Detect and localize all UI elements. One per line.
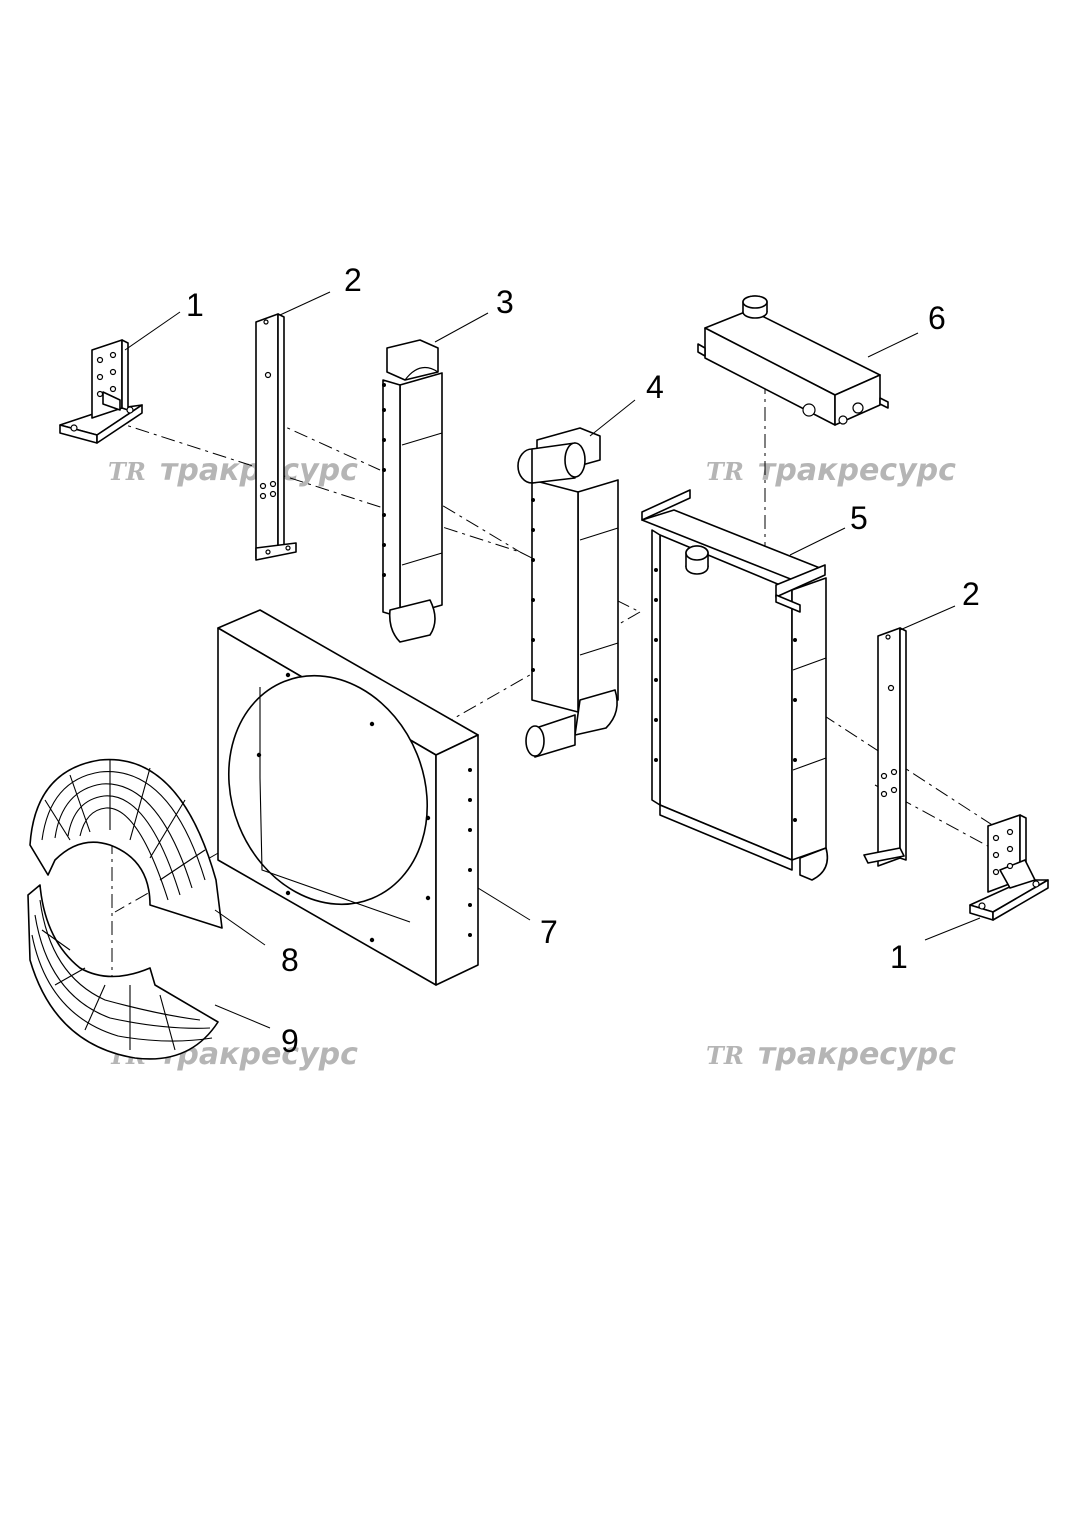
watermark-top-left: TR тракресурс xyxy=(108,453,358,488)
callout-labels: 1 2 3 4 5 6 2 7 8 9 1 xyxy=(186,262,980,1059)
cooler-core-narrow xyxy=(382,339,443,643)
expansion-tank xyxy=(697,295,889,426)
callout-1-right: 1 xyxy=(890,939,908,975)
radiator xyxy=(641,489,829,881)
watermark-top-right: TR тракресурс xyxy=(706,453,956,488)
foot-bracket-right xyxy=(969,814,1049,921)
watermark-text: тракресурс xyxy=(758,1037,956,1072)
leader-lines xyxy=(124,291,981,1029)
watermark-bottom-right: TR тракресурс xyxy=(706,1037,956,1072)
callout-6: 6 xyxy=(928,300,946,336)
callout-2-right: 2 xyxy=(962,576,980,612)
callout-2-left: 2 xyxy=(344,262,362,298)
fan-guard-lower xyxy=(27,884,219,1060)
fan-shroud xyxy=(217,609,479,986)
vertical-strap-right xyxy=(863,627,907,867)
watermark-text: тракресурс xyxy=(758,453,956,488)
callout-5: 5 xyxy=(850,500,868,536)
callout-3: 3 xyxy=(496,284,514,320)
callout-8: 8 xyxy=(281,942,299,978)
callout-4: 4 xyxy=(646,369,664,405)
watermark-logo: TR xyxy=(706,457,744,486)
callout-9: 9 xyxy=(281,1023,299,1059)
callout-1-left: 1 xyxy=(186,287,204,323)
charge-air-cooler xyxy=(517,427,619,758)
vertical-strap-left xyxy=(255,313,297,561)
foot-bracket-left xyxy=(59,339,143,444)
callout-7: 7 xyxy=(540,914,558,950)
fan-guard-upper xyxy=(29,758,223,929)
watermark-logo: TR xyxy=(108,457,146,486)
watermark-logo: TR xyxy=(706,1041,744,1070)
